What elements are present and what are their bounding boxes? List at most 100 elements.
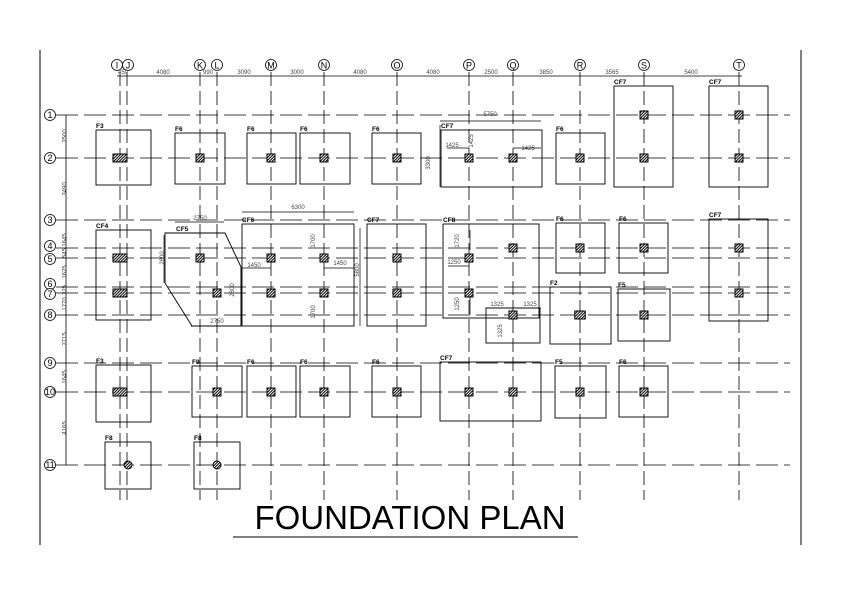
grid-bubble-N (318, 59, 330, 71)
column-marker (392, 387, 402, 397)
footing-outline (555, 132, 606, 185)
column-marker (639, 110, 649, 120)
detail-dimension-text: 2800 (230, 283, 236, 297)
column-marker (508, 243, 518, 253)
top-dimension-text: 4080 (353, 70, 367, 76)
column-marker (464, 387, 474, 397)
grid-label-I: I (116, 61, 119, 71)
footing-outline (439, 361, 542, 422)
detail-dimension-text: 6300 (291, 205, 305, 211)
column-marker (574, 310, 586, 320)
top-dimension-text: 4080 (156, 70, 170, 76)
column-marker (575, 153, 585, 163)
footing-outline (366, 223, 427, 327)
grid-bubble-9 (44, 357, 56, 369)
grid-label-O: O (393, 61, 400, 71)
detail-dimension-text: 5750 (483, 112, 497, 118)
top-dimension-text: 5400 (684, 70, 698, 76)
left-dimension-text: 2715 (63, 332, 69, 346)
detail-dimension-text: 1700 (311, 234, 317, 248)
column-marker (508, 310, 518, 320)
grid-bubble-J (122, 59, 134, 71)
grid-label-3: 3 (47, 215, 52, 225)
column-marker (639, 153, 649, 163)
grid-bubble-11 (44, 459, 56, 471)
grid-label-L: L (214, 61, 219, 71)
left-dimension-text: 3490 (63, 182, 69, 196)
footing-outline (246, 365, 297, 418)
footing-label: F5 (618, 282, 626, 289)
column-marker (464, 253, 474, 263)
footing-outline (618, 365, 669, 418)
grid-label-M: M (267, 61, 275, 71)
grid-label-8: 8 (47, 310, 52, 320)
column-marker (734, 153, 744, 163)
footing-outline (371, 365, 422, 418)
grid-label-P: P (466, 61, 472, 71)
grid-label-5: 5 (47, 254, 52, 264)
column-marker (575, 243, 585, 253)
top-dimension-text: 4080 (426, 70, 440, 76)
column-marker (112, 153, 128, 163)
column-marker (639, 387, 649, 397)
footing-outline (241, 223, 355, 327)
column-marker (195, 253, 205, 263)
footing-label: F2 (550, 280, 558, 287)
footing-label: CF7 (709, 79, 722, 86)
grid-bubble-T (733, 59, 745, 71)
column-marker (464, 288, 474, 298)
grid-bubble-O (391, 59, 403, 71)
grid-label-6: 6 (47, 279, 52, 289)
grid-bubble-S (638, 59, 650, 71)
footing-label: F3 (96, 123, 104, 130)
footing-label: F9 (192, 359, 200, 366)
column-marker (195, 153, 205, 163)
column-marker (734, 243, 744, 253)
column-marker (575, 387, 585, 397)
grid-label-10: 10 (45, 387, 55, 397)
footing-label: F8 (105, 435, 113, 442)
column-marker (212, 387, 222, 397)
footing-label: F6 (619, 216, 627, 223)
grid-bubble-R (574, 59, 586, 71)
grid-bubble-Q (507, 59, 519, 71)
left-dimension-text: 545 (63, 247, 69, 258)
left-dimension-text: 4165 (63, 421, 69, 435)
footing-outline (299, 365, 351, 418)
column-marker (266, 288, 276, 298)
footing-outline (246, 132, 297, 185)
detail-dimension-text: 1325 (498, 324, 504, 338)
column-marker (392, 253, 402, 263)
detail-dimension-text: 1720 (455, 234, 461, 248)
top-dimension-text: 3565 (605, 70, 619, 76)
column-marker (734, 288, 744, 298)
column-marker (734, 110, 744, 120)
footing-label: F6 (619, 359, 627, 366)
left-dimension-text: 1645 (63, 370, 69, 384)
footing-outline (708, 218, 769, 322)
footing-label: CF8 (443, 217, 456, 224)
footing-outline-cf5 (164, 232, 242, 327)
detail-dimension-text: 5800 (355, 263, 361, 277)
grid-bubble-8 (44, 309, 56, 321)
left-dimension-text: 1270 (63, 297, 69, 311)
footing-label: F5 (555, 359, 563, 366)
footing-outline (613, 85, 674, 188)
grid-label-2: 2 (47, 153, 52, 163)
column-marker (319, 253, 329, 263)
grid-label-Q: Q (509, 61, 516, 71)
grid-label-S: S (641, 61, 647, 71)
footing-label: F6 (247, 359, 255, 366)
footing-outline (618, 222, 669, 274)
grid-bubble-10 (44, 386, 56, 398)
grid-label-J: J (126, 61, 131, 71)
footing-label: CF7 (367, 217, 380, 224)
column-marker (508, 387, 518, 397)
footing-outline (617, 288, 671, 342)
grid-label-11: 11 (45, 460, 54, 470)
grid-label-9: 9 (47, 358, 52, 368)
detail-dimension-text: 1425 (521, 146, 535, 152)
top-dimension-text: 3000 (290, 70, 304, 76)
left-dimension-text: 1645 (63, 233, 69, 247)
footing-label: CF7 (709, 212, 722, 219)
